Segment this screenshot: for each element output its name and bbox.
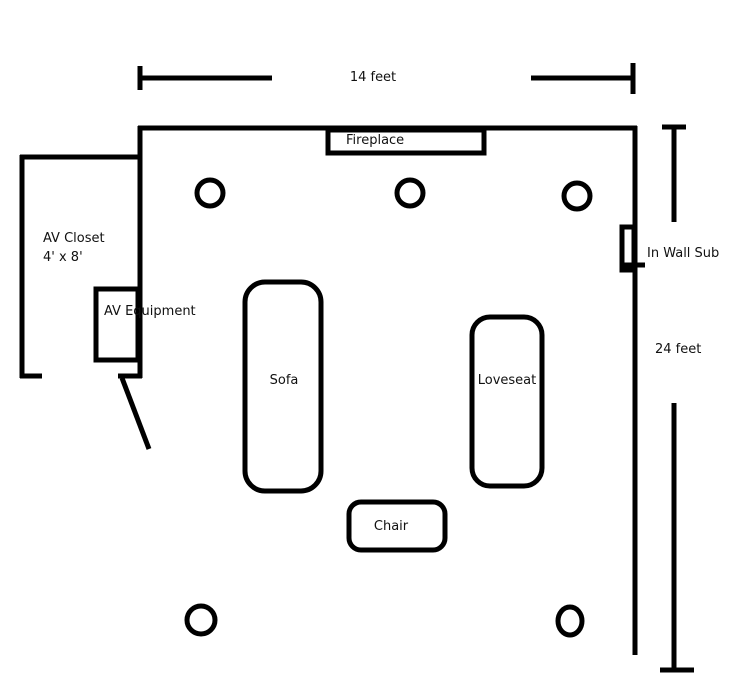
- height-dimension: 24 feet: [655, 124, 701, 673]
- loveseat-label: Loveseat: [478, 373, 537, 388]
- height-dimension-label: 24 feet: [655, 342, 701, 357]
- width-dimension: 14 feet: [137, 63, 636, 94]
- speaker-front-right: [561, 180, 593, 212]
- speaker-front-center: [394, 177, 426, 209]
- av-closet: AV Closet 4' x 8': [19, 154, 142, 379]
- sofa: Sofa: [242, 279, 324, 494]
- loveseat-shape: [469, 314, 545, 489]
- speaker-rear-left: [184, 603, 218, 637]
- av-equipment-rack: [93, 286, 141, 363]
- speaker-rear-right: [555, 604, 585, 638]
- fireplace: Fireplace: [325, 127, 487, 156]
- speaker-front-left: [194, 177, 226, 209]
- av-equipment-label: AV Equipment: [104, 304, 196, 319]
- closet-door: [118, 373, 152, 450]
- av-closet-size-label: 4' x 8': [43, 250, 83, 265]
- door-swing-line: [119, 377, 152, 450]
- chair: Chair: [346, 499, 448, 553]
- chair-shape: [346, 499, 448, 553]
- chair-label: Chair: [374, 519, 409, 534]
- fireplace-label: Fireplace: [346, 133, 404, 148]
- fireplace-box: [325, 127, 487, 156]
- in-wall-sub-box: [619, 224, 637, 273]
- sofa-label: Sofa: [270, 373, 299, 388]
- av-equipment: AV Equipment: [93, 286, 196, 363]
- width-dimension-label: 14 feet: [350, 70, 396, 85]
- av-closet-label: AV Closet: [43, 231, 105, 246]
- sofa-shape: [242, 279, 324, 494]
- loveseat: Loveseat: [469, 314, 545, 489]
- in-wall-sub-label: In Wall Sub: [647, 246, 719, 261]
- speakers: [184, 177, 593, 638]
- in-wall-sub: In Wall Sub: [619, 224, 719, 273]
